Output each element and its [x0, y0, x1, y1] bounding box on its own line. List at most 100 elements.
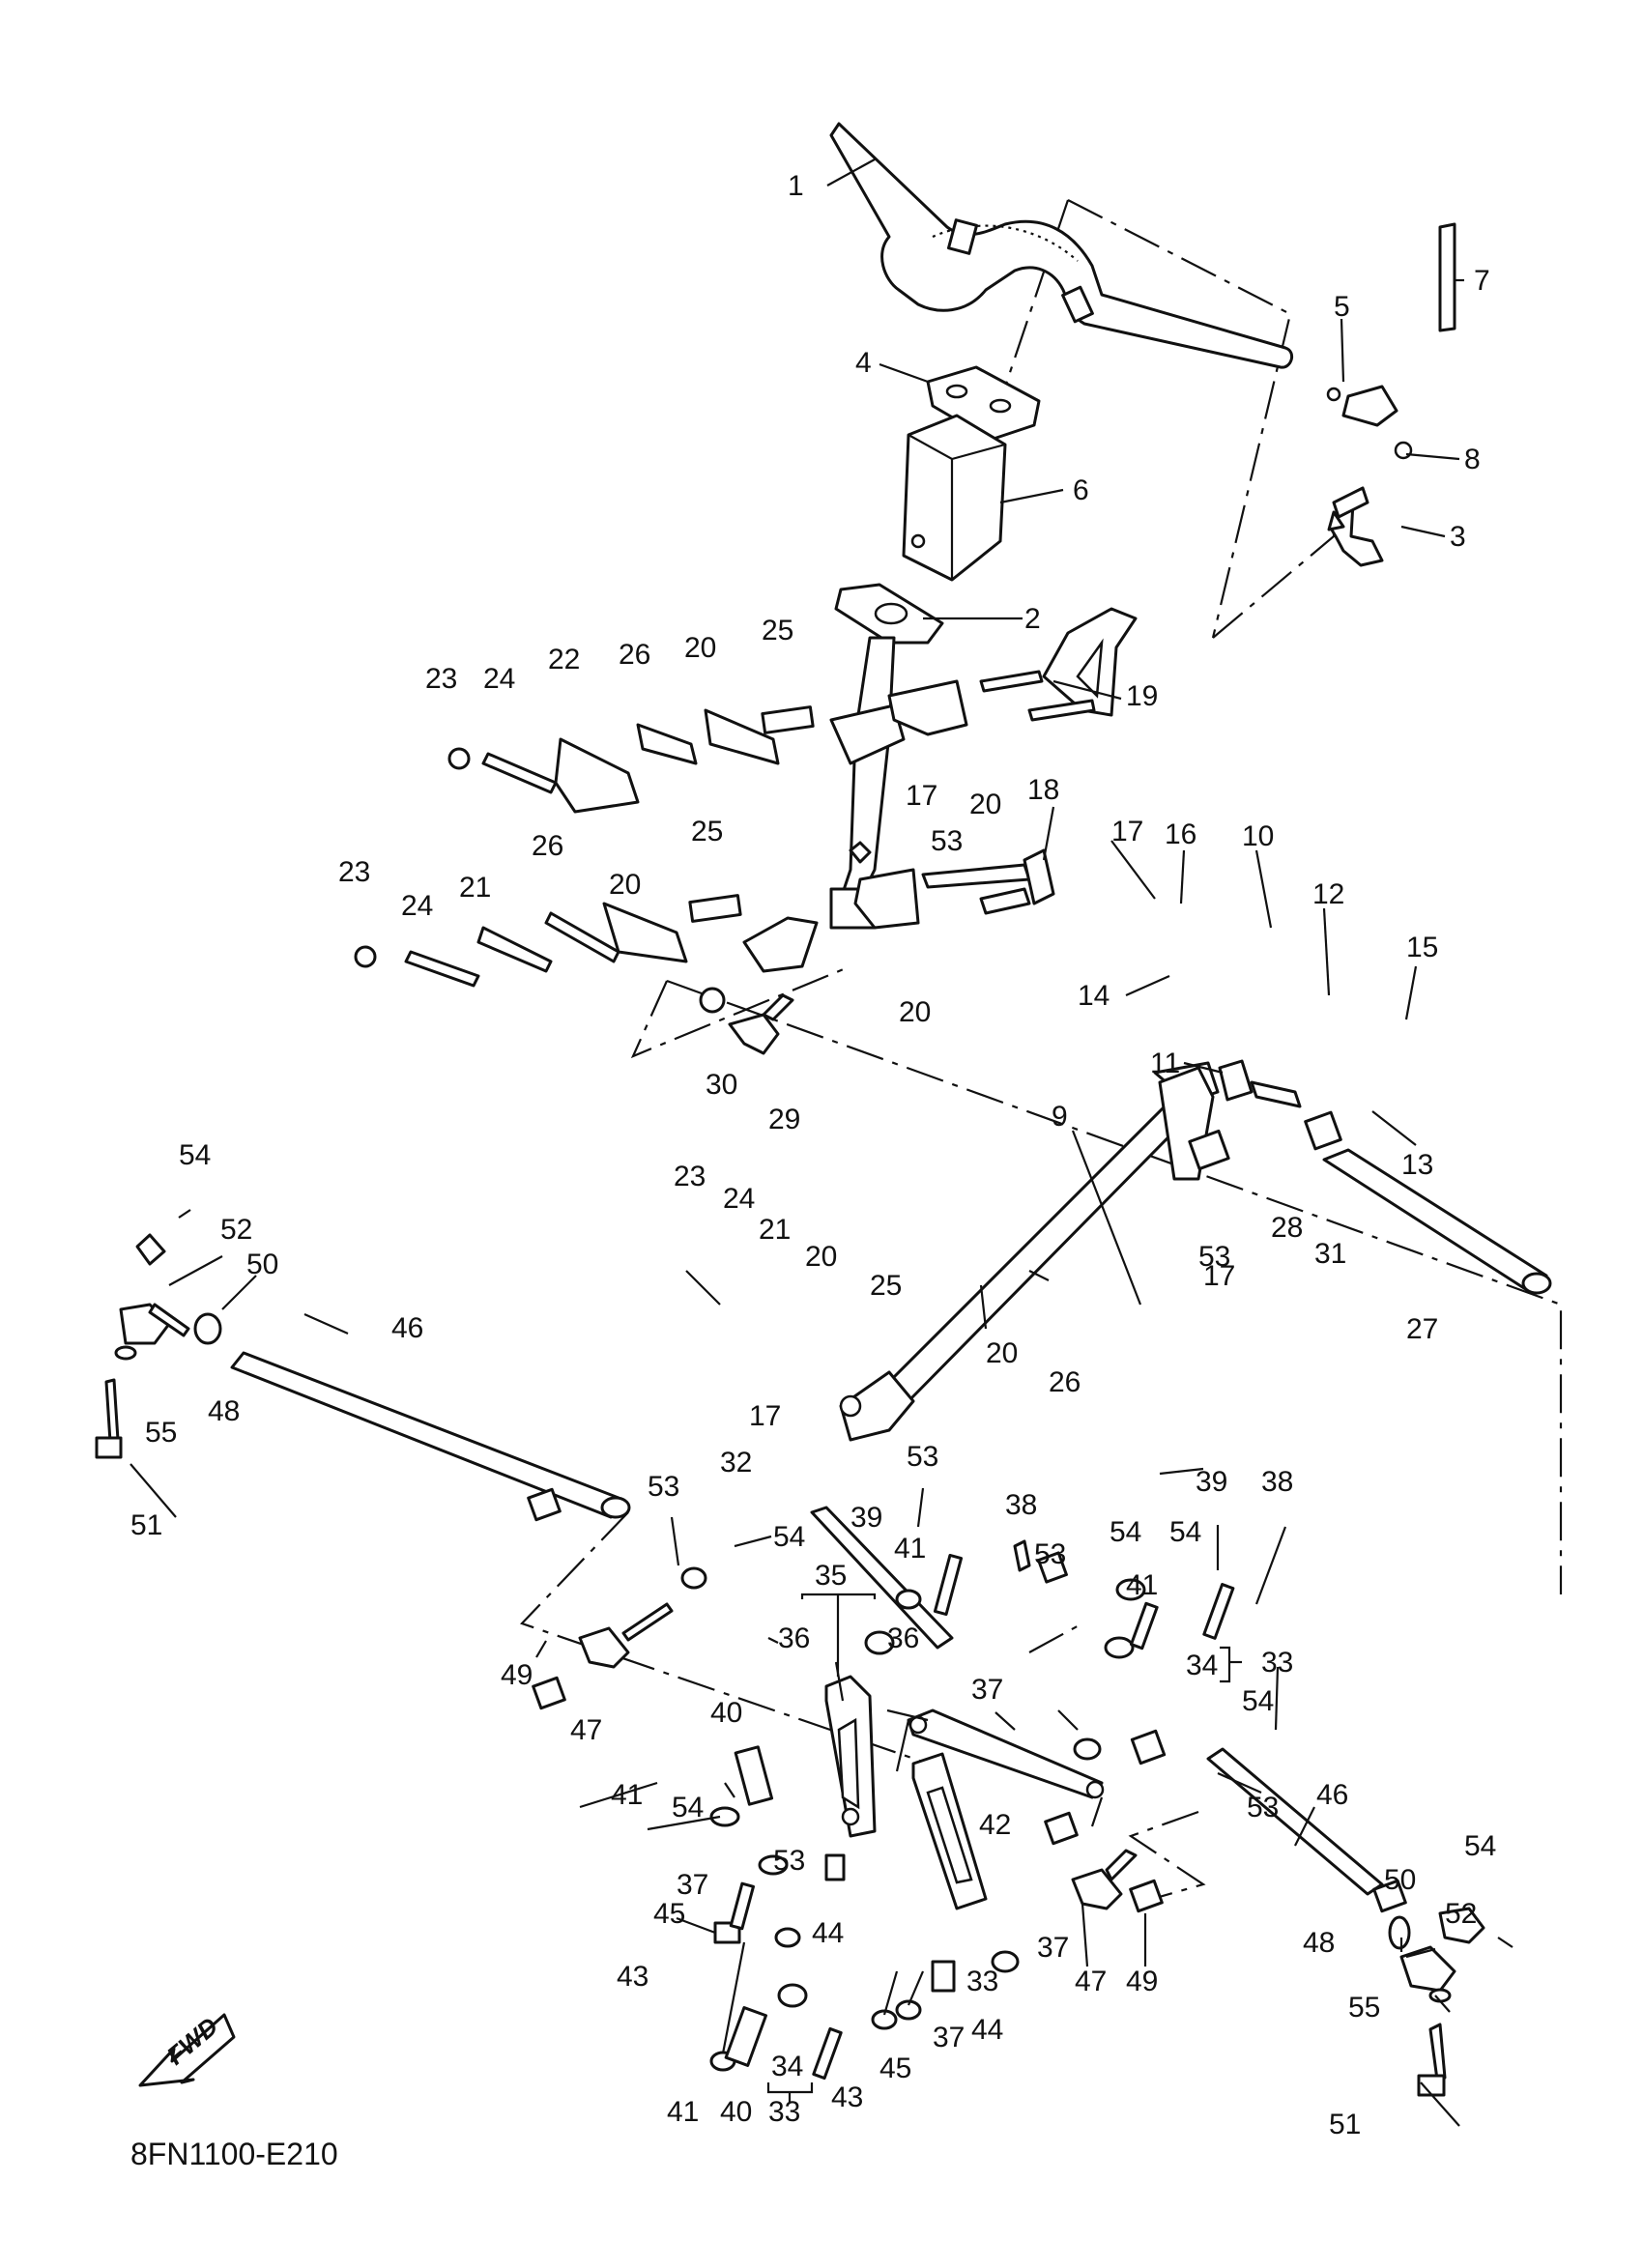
callout-53g: 53: [773, 1845, 805, 1877]
tie-rod-end-left: [95, 1233, 222, 1459]
callout-54c: 54: [1110, 1516, 1141, 1548]
callout-53b: 53: [1198, 1241, 1230, 1273]
callout-23b: 23: [338, 856, 370, 888]
callout-46: 46: [391, 1312, 423, 1344]
callout-20f: 20: [986, 1337, 1018, 1369]
callout-20c: 20: [609, 869, 641, 901]
clamp-set-upper: [447, 679, 968, 814]
relay-rod-center: [907, 1708, 1105, 1799]
callout-26b: 26: [532, 830, 563, 862]
callout-41d: 41: [667, 2096, 699, 2128]
tie-rod-end-right: [1388, 1907, 1485, 2097]
callout-7: 7: [1474, 265, 1490, 297]
callout-33c: 33: [768, 2096, 800, 2128]
callout-24c: 24: [723, 1183, 755, 1215]
callout-29: 29: [768, 1104, 800, 1135]
callout-54g: 54: [1169, 1516, 1201, 1548]
callout-11: 11: [1150, 1048, 1180, 1079]
callout-51: 51: [130, 1509, 162, 1541]
callout-2: 2: [1024, 603, 1041, 635]
bearing-and-nuts-right: [1188, 1059, 1342, 1171]
callout-9: 9: [1052, 1101, 1068, 1133]
callout-22: 22: [548, 644, 580, 675]
pitman-arm-center: [911, 1752, 988, 1910]
callout-34b: 34: [771, 2051, 803, 2082]
callout-21b: 21: [759, 1214, 791, 1246]
callout-54f: 54: [1464, 1830, 1496, 1862]
handlebar: [829, 122, 1294, 369]
callout-18: 18: [1027, 774, 1059, 806]
tie-rod-left-long: [230, 1351, 631, 1519]
callout-40: 40: [710, 1697, 742, 1729]
callout-45b: 45: [879, 2053, 911, 2084]
callout-46b: 46: [1316, 1779, 1348, 1811]
callout-13: 13: [1401, 1149, 1433, 1181]
callout-47: 47: [570, 1714, 602, 1746]
callout-45: 45: [653, 1898, 685, 1930]
callout-31: 31: [1314, 1238, 1346, 1270]
callout-20e: 20: [805, 1241, 837, 1273]
callout-37c: 37: [1037, 1932, 1069, 1964]
callout-53e: 53: [1034, 1538, 1066, 1570]
pitman-arm-left: [824, 1675, 877, 1838]
callout-54b: 54: [773, 1521, 805, 1553]
callout-15: 15: [1406, 932, 1438, 963]
callout-12: 12: [1312, 878, 1344, 910]
callout-17c: 17: [1203, 1260, 1235, 1292]
callout-28: 28: [1271, 1212, 1303, 1244]
callout-3: 3: [1450, 521, 1466, 553]
callout-37: 37: [971, 1674, 1003, 1706]
callout-5: 5: [1334, 291, 1350, 323]
callout-17d: 17: [749, 1400, 781, 1432]
leader-lines: [130, 158, 1513, 2127]
callout-44b: 44: [971, 2014, 1003, 2046]
callout-4: 4: [855, 347, 872, 379]
callout-33b: 33: [966, 1966, 998, 1997]
callout-26: 26: [619, 639, 650, 671]
bracket-right-holder: [1326, 222, 1456, 567]
callout-23: 23: [425, 663, 457, 695]
callout-24: 24: [483, 663, 515, 695]
callout-53d: 53: [648, 1471, 679, 1503]
callout-48: 48: [208, 1395, 240, 1427]
lower-bushings-and-bolts: [527, 1487, 1407, 2081]
callout-23c: 23: [674, 1161, 706, 1192]
tie-rod-right-long: [1322, 1148, 1552, 1295]
callout-24b: 24: [401, 890, 433, 922]
callout-44: 44: [812, 1917, 844, 1949]
callout-49: 49: [501, 1659, 533, 1691]
callout-40b: 40: [720, 2096, 752, 2128]
callout-37b: 37: [677, 1869, 708, 1901]
callout-30: 30: [706, 1069, 737, 1101]
callout-17b: 17: [906, 780, 937, 812]
callout-54e: 54: [672, 1792, 704, 1823]
callout-38: 38: [1005, 1489, 1037, 1521]
callout-20d: 20: [899, 996, 931, 1028]
callout-49b: 49: [1126, 1966, 1158, 1997]
callout-20b: 20: [969, 789, 1001, 820]
callout-47b: 47: [1075, 1966, 1107, 1997]
steering-shaft: [839, 1061, 1220, 1442]
callout-36: 36: [778, 1622, 810, 1654]
callout-41: 41: [894, 1533, 926, 1565]
callout-32: 32: [720, 1447, 752, 1479]
callout-20: 20: [684, 632, 716, 664]
callout-26c: 26: [1049, 1366, 1081, 1398]
callout-43: 43: [617, 1961, 649, 1993]
callout-labels: 1 2 3 4 5 6 7 8 9 10 11 12 13 14 15 16 1…: [130, 170, 1496, 2140]
callout-39: 39: [850, 1502, 882, 1534]
callout-53: 53: [931, 825, 963, 857]
callout-19: 19: [1126, 680, 1158, 712]
tie-rod-end-upper: [699, 987, 794, 1055]
callout-39b: 39: [1196, 1466, 1227, 1498]
group-brackets: [766, 1593, 1242, 2102]
callout-35: 35: [815, 1560, 847, 1592]
steering-column-cover: [902, 414, 1007, 582]
callout-8: 8: [1464, 444, 1481, 475]
callout-53f: 53: [1247, 1792, 1279, 1823]
callout-51b: 51: [1329, 2109, 1361, 2140]
callout-25: 25: [762, 615, 793, 646]
callout-55b: 55: [1348, 1992, 1380, 2024]
callout-6: 6: [1073, 474, 1089, 506]
